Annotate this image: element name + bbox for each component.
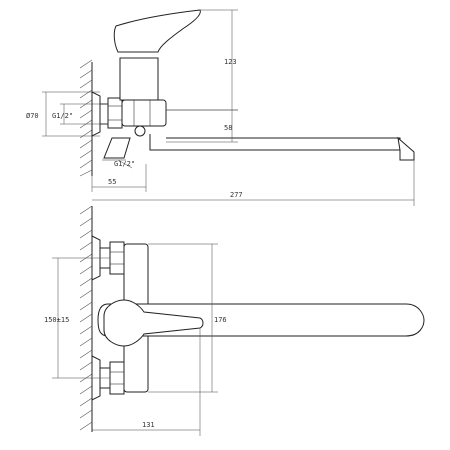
dim-thread-left: G1/2" — [52, 103, 108, 125]
dim-thread-bottom-label: G1/2" — [114, 160, 135, 168]
dim-height-front-label: 176 — [214, 316, 227, 324]
shower-outlet — [103, 137, 131, 159]
nut-bottom — [109, 361, 125, 395]
dim-inlet-spacing: 150±15 — [44, 257, 110, 379]
dim-height-front: 176 — [148, 243, 227, 393]
body-nut-left — [107, 97, 123, 129]
dim-depth-front-label: 131 — [142, 421, 155, 429]
dim-inlet-spacing-label: 150±15 — [44, 316, 69, 324]
nut-top — [109, 241, 125, 275]
dim-thread-left-label: G1/2" — [52, 112, 73, 120]
dim-wall-to-body-label: 55 — [108, 178, 116, 186]
dim-flange: Ø70 — [26, 91, 100, 137]
dim-wall-to-body: 55 — [91, 164, 147, 192]
cartridge-housing — [119, 57, 159, 101]
dim-spout-center-label: 58 — [224, 124, 232, 132]
side-view: 123 58 55 277 Ø70 — [26, 9, 415, 206]
dim-thread-bottom: G1/2" — [114, 159, 135, 169]
diverter-knob — [134, 125, 146, 137]
dim-flange-label: Ø70 — [26, 112, 39, 120]
body-main — [121, 99, 167, 127]
wall-front-view — [79, 205, 93, 432]
dim-depth-front: 131 — [92, 328, 201, 436]
dim-spout-center: 58 — [166, 109, 238, 143]
dim-total-length-label: 277 — [230, 191, 243, 199]
flange-side — [91, 91, 101, 137]
wall-side-view — [79, 59, 93, 177]
lever-handle-front — [103, 299, 204, 347]
dim-height-label: 123 — [224, 58, 237, 66]
spout-tip — [397, 136, 415, 161]
front-view: 150±15 176 131 — [44, 205, 425, 436]
lever-handle-side — [113, 9, 201, 53]
dim-total-length: 277 — [92, 160, 415, 206]
